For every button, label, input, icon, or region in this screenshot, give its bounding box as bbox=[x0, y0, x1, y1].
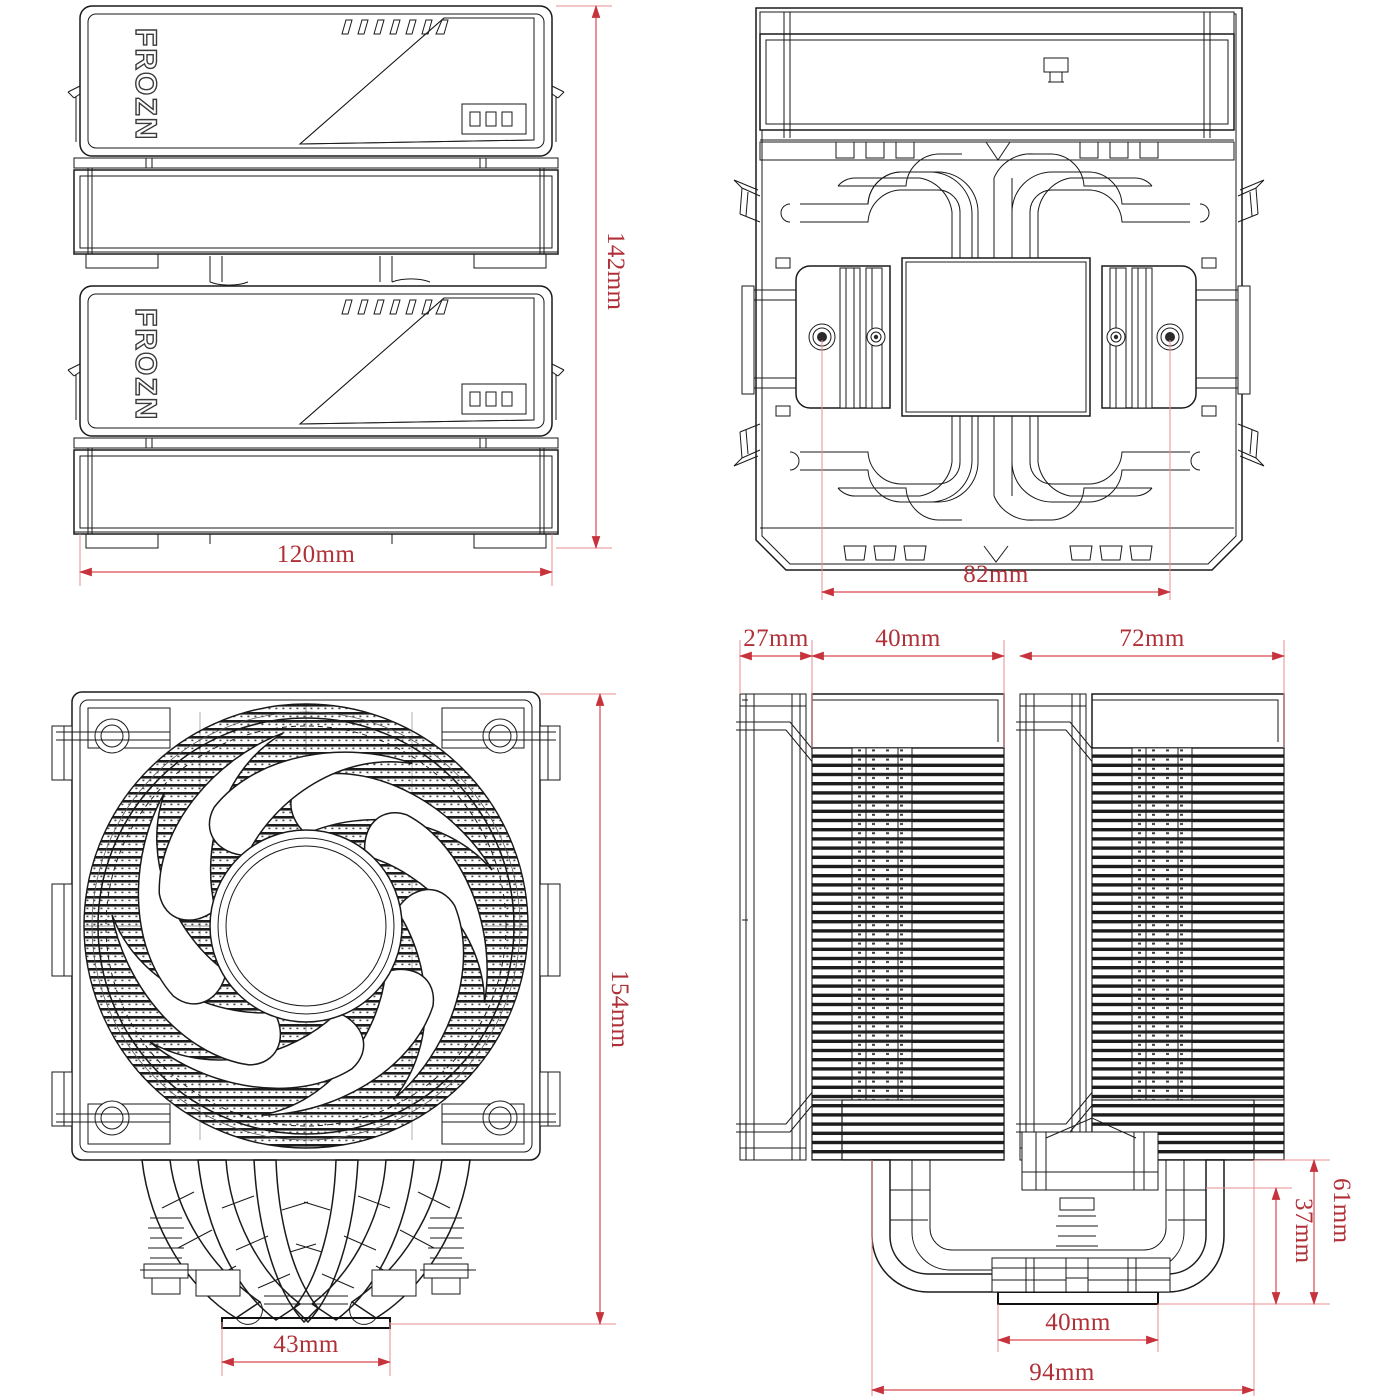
heatsink-band-lower bbox=[73, 437, 559, 535]
top-view-clip-left bbox=[733, 179, 761, 223]
dimension-depth-40: 40mm bbox=[810, 625, 1006, 748]
dimension-width-120: 120mm bbox=[78, 534, 554, 586]
fan-blades bbox=[97, 717, 515, 1135]
fan-view: 154mm 43mm bbox=[51, 691, 633, 1376]
cpu-base-plate bbox=[901, 257, 1091, 417]
corner-decoration-upper bbox=[298, 17, 535, 145]
dimension-label-82: 82mm bbox=[963, 561, 1029, 588]
corner-decoration-lower bbox=[298, 297, 535, 425]
tower-feet-upper bbox=[85, 254, 547, 286]
tower-feet-lower bbox=[85, 534, 547, 549]
fan-mount-hole-bl bbox=[56, 1100, 170, 1136]
dimension-label-72: 72mm bbox=[1119, 625, 1185, 652]
side-view-tower-left bbox=[736, 693, 1005, 1161]
fan-mount-hole-tl bbox=[56, 718, 170, 754]
dimension-label-120: 120mm bbox=[277, 541, 356, 568]
dimension-label-40: 40mm bbox=[875, 625, 941, 652]
front-view: FROZN bbox=[67, 4, 629, 586]
mounting-bracket-right bbox=[1101, 257, 1251, 417]
dimension-fan-154: 154mm bbox=[390, 692, 633, 1326]
spring-screw-left bbox=[140, 1217, 196, 1295]
brand-logo-upper: FROZN bbox=[129, 28, 162, 141]
bracket-screw-right-inner bbox=[1106, 327, 1126, 347]
top-view-fin-block bbox=[759, 11, 1235, 141]
side-view-tower-right bbox=[1016, 693, 1285, 1161]
dimension-label-61: 61mm bbox=[1328, 1178, 1355, 1244]
dimension-label-94: 94mm bbox=[1029, 1359, 1095, 1386]
top-cover-right bbox=[1091, 693, 1285, 749]
brand-logo-lower: FROZN bbox=[129, 308, 162, 421]
dimension-label-154: 154mm bbox=[606, 970, 633, 1049]
fan-hub bbox=[209, 829, 403, 1023]
vent-ticks-upper bbox=[341, 19, 449, 35]
fan-view-mount-springs bbox=[140, 1217, 476, 1329]
dimension-label-baseplate-40: 40mm bbox=[1045, 1309, 1111, 1336]
side-fan-frame-left bbox=[739, 693, 807, 1161]
front-view-fan-lower: FROZN bbox=[67, 285, 565, 549]
front-view-fan-upper: FROZN bbox=[67, 5, 565, 286]
dimension-label-43: 43mm bbox=[273, 1331, 339, 1358]
mounting-bracket-left bbox=[741, 257, 891, 417]
spring-screw-right bbox=[420, 1217, 476, 1295]
top-view-clip-right bbox=[1237, 179, 1265, 223]
top-view-bottom-tabs bbox=[760, 527, 1234, 563]
top-view-heatpipes-lower bbox=[789, 416, 1201, 521]
fan-shroud-lower-inner bbox=[87, 293, 545, 429]
bracket-screw-left-inner bbox=[866, 327, 886, 347]
top-view-base-block bbox=[901, 257, 1091, 417]
fan-mount-hole-br bbox=[442, 1100, 556, 1136]
base-spring-screw bbox=[1056, 1197, 1098, 1293]
side-view-base-assembly bbox=[991, 1117, 1171, 1305]
dimension-label-37: 37mm bbox=[1290, 1198, 1317, 1264]
vent-ticks-lower bbox=[341, 299, 449, 315]
dimension-depth-72: 72mm bbox=[1018, 625, 1286, 748]
dimension-label-142: 142mm bbox=[602, 232, 629, 311]
top-view-clip-right-lower bbox=[1237, 423, 1265, 467]
dimension-height-37: 37mm bbox=[1206, 1186, 1317, 1306]
dimension-height-142: 142mm bbox=[556, 4, 629, 550]
top-view-heatpipes-upper bbox=[780, 153, 1210, 268]
side-fan-frame-right bbox=[1019, 693, 1087, 1161]
side-view: 27mm 40mm 72mm 61mm 37mm 40mm bbox=[736, 625, 1355, 1396]
fan-shroud-upper-inner bbox=[87, 13, 545, 149]
top-view-shelf bbox=[759, 141, 1235, 161]
top-cover-left bbox=[811, 693, 1005, 749]
top-view: 82mm bbox=[733, 7, 1265, 600]
dimension-mount-82: 82mm bbox=[820, 340, 1172, 600]
dimension-total-94: 94mm bbox=[870, 1160, 1256, 1396]
fan-mount-hole-tr bbox=[442, 718, 556, 754]
side-view-bracket bbox=[1021, 1117, 1159, 1191]
dimension-height-61: 61mm bbox=[1158, 1158, 1355, 1306]
dimension-base-43: 43mm bbox=[220, 1322, 392, 1376]
dimension-baseplate-40: 40mm bbox=[996, 1304, 1160, 1352]
dimension-label-27: 27mm bbox=[743, 625, 809, 652]
bracket-screw-left-outer bbox=[808, 323, 836, 351]
top-view-clip-left-lower bbox=[733, 423, 761, 467]
heatsink-band-upper bbox=[73, 157, 559, 255]
bracket-screw-right-outer bbox=[1156, 323, 1184, 351]
